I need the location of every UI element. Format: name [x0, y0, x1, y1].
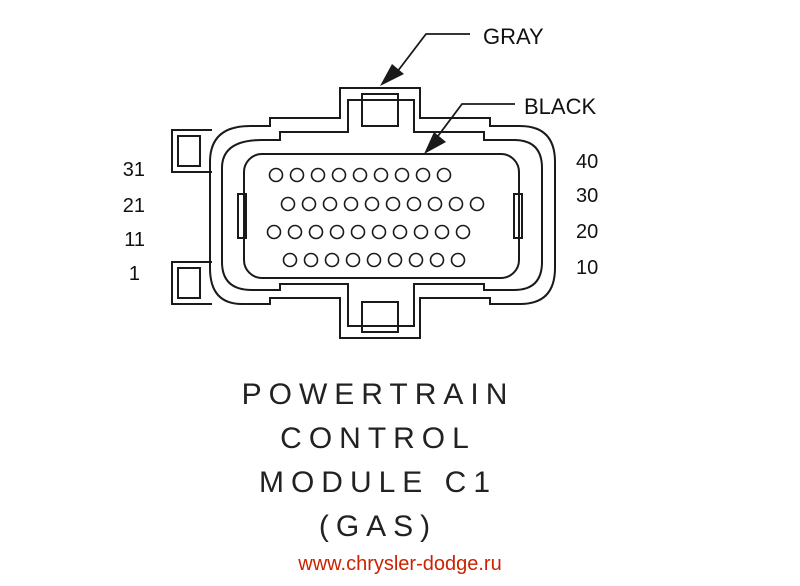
left-pin-label-31: 31: [123, 159, 145, 181]
pin-hole: [387, 252, 403, 268]
pin-hole: [450, 252, 466, 268]
pin-hole: [301, 196, 317, 212]
left-lower-tab: [171, 261, 212, 305]
pin-hole: [373, 167, 389, 183]
pin-hole: [394, 167, 410, 183]
pin-hole: [392, 224, 408, 240]
pin-hole: [331, 167, 347, 183]
pin-hole: [322, 196, 338, 212]
title-line-3: MODULE C1: [259, 466, 497, 499]
pin-hole: [427, 196, 443, 212]
pin-hole: [329, 224, 345, 240]
website-link[interactable]: www.chrysler-dodge.ru: [297, 553, 501, 575]
bottom-latch-window: [361, 301, 399, 333]
left-upper-tab-inner: [177, 135, 201, 167]
right-pin-label-30: 30: [576, 185, 598, 207]
connector-outer-shell: [209, 87, 556, 339]
title-line-2: CONTROL: [280, 422, 476, 455]
top-latch-window: [361, 93, 399, 127]
right-pin-label-40: 40: [576, 151, 598, 173]
pin-hole: [436, 167, 452, 183]
connector-inner-outline: [221, 99, 543, 327]
title-line-4: (GAS): [319, 510, 437, 543]
pin-hole: [385, 196, 401, 212]
pin-hole: [448, 196, 464, 212]
black-label: BLACK: [524, 94, 596, 119]
pin-hole: [266, 224, 282, 240]
pin-hole: [408, 252, 424, 268]
right-pin-label-20: 20: [576, 221, 598, 243]
pin-hole: [280, 196, 296, 212]
pin-hole: [345, 252, 361, 268]
pin-hole: [343, 196, 359, 212]
left-pin-label-1: 1: [129, 263, 140, 285]
pin-hole: [289, 167, 305, 183]
pin-hole: [455, 224, 471, 240]
pin-hole: [429, 252, 445, 268]
left-upper-tab: [171, 129, 212, 173]
left-pin-label-11: 11: [124, 229, 145, 251]
pin-hole: [324, 252, 340, 268]
pin-hole: [282, 252, 298, 268]
right-key: [513, 193, 523, 239]
pin-holes: [266, 167, 485, 268]
pin-hole: [287, 224, 303, 240]
gray-callout-arrowhead: [380, 64, 404, 86]
pin-hole: [366, 252, 382, 268]
pin-hole: [434, 224, 450, 240]
pin-hole: [268, 167, 284, 183]
left-key: [237, 193, 247, 239]
black-callout-arrowhead: [424, 132, 446, 154]
gray-label: GRAY: [483, 24, 544, 49]
title-line-1: POWERTRAIN: [242, 378, 515, 411]
pin-hole: [469, 196, 485, 212]
right-pin-label-10: 10: [576, 257, 598, 279]
pin-hole: [352, 167, 368, 183]
pin-hole: [303, 252, 319, 268]
pin-cavity-face: [243, 153, 520, 279]
pin-hole: [350, 224, 366, 240]
left-lower-tab-inner: [177, 267, 201, 299]
pin-hole: [371, 224, 387, 240]
left-pin-label-21: 21: [123, 195, 145, 217]
pin-hole: [406, 196, 422, 212]
pin-hole: [308, 224, 324, 240]
pin-hole: [413, 224, 429, 240]
pin-hole: [364, 196, 380, 212]
pin-hole: [415, 167, 431, 183]
pin-hole: [310, 167, 326, 183]
gray-callout-leader: [393, 33, 470, 77]
black-callout-leader: [431, 103, 515, 145]
